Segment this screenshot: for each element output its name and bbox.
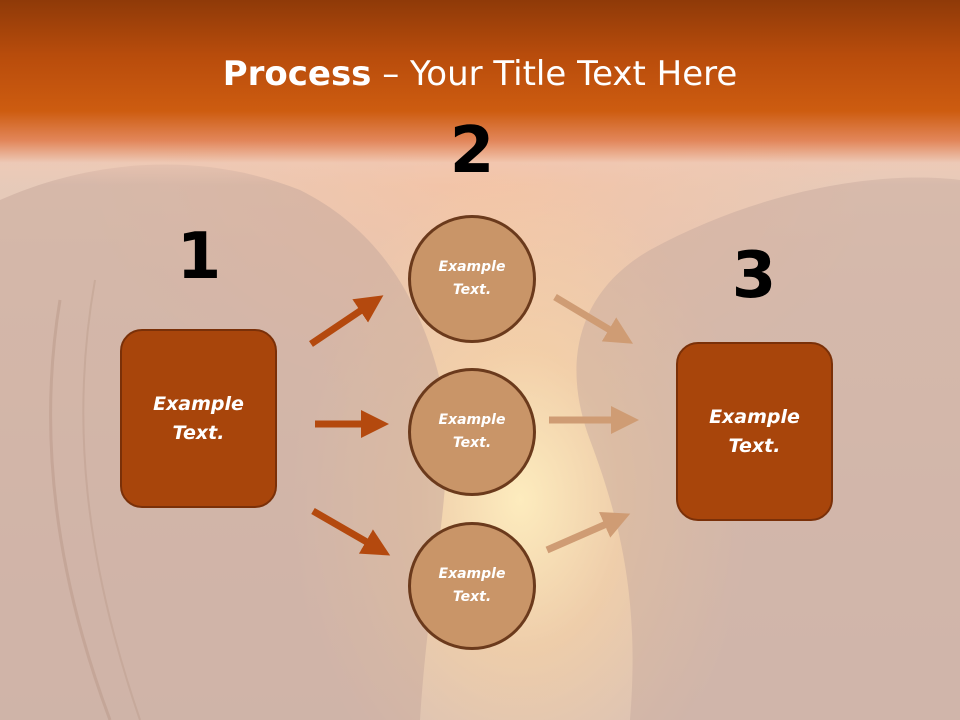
arrow-right-up-icon [309,295,384,347]
title-rest: – Your Title Text Here [371,54,738,94]
circle-middle: Example Text. [408,368,536,496]
step-number-3: 3 [731,239,777,313]
circle-bottom: Example Text. [408,522,536,650]
circle-middle-label: Example Text. [438,412,506,451]
step-number-1: 1 [176,220,222,294]
step-number-2: 2 [449,114,495,188]
title-bold: Process [222,54,372,94]
circle-top-label: Example Text. [438,259,506,298]
right-box-label: Example Text. [709,405,800,457]
slide-title: Process – Your Title Text Here [0,52,960,96]
circle-top: Example Text. [408,215,536,343]
right-process-box: Example Text. [676,342,833,521]
arrow-right-down-icon [311,507,391,556]
circle-bottom-label: Example Text. [438,566,506,605]
arrow-right-down-light-icon [553,293,634,344]
arrow-right-up-light-icon [545,511,631,554]
left-process-box: Example Text. [120,329,277,508]
header-band [0,0,960,185]
left-box-label: Example Text. [153,392,244,444]
